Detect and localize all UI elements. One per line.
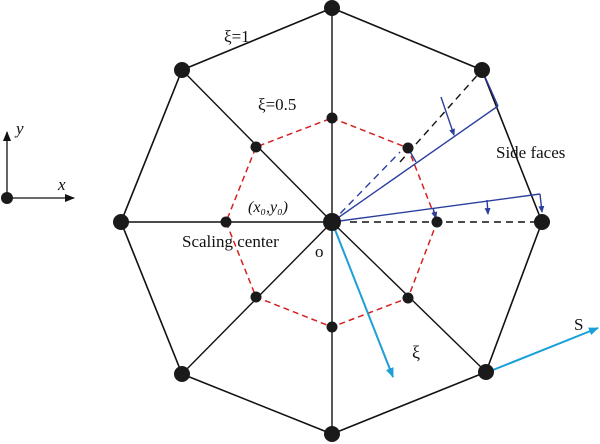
- inner-nodes: [220, 112, 443, 333]
- label-axis-x: x: [57, 175, 66, 194]
- xi-direction-arrow: [331, 221, 394, 378]
- label-side-faces: Side faces: [496, 143, 565, 162]
- outer-nodes: [113, 0, 550, 442]
- dashed-spokes-right: [350, 69, 542, 223]
- coordinate-axes: [1, 131, 75, 204]
- scaling-center-node: [323, 213, 341, 231]
- label-center-coords: (x₀,y₀): [248, 199, 288, 216]
- s-direction-arrow: [487, 327, 599, 373]
- label-scaling-center: Scaling center: [182, 232, 279, 251]
- label-arrow-xi: ξ: [412, 342, 420, 362]
- label-axis-y: y: [14, 119, 24, 138]
- label-origin-o: o: [315, 242, 324, 261]
- label-arrow-s: S: [574, 315, 583, 334]
- label-xi-outer: ξ=1: [224, 27, 250, 46]
- label-xi-inner: ξ=0.5: [258, 95, 296, 114]
- axes-origin-node: [1, 192, 13, 204]
- dashed-spoke-upper-blue: [331, 151, 401, 223]
